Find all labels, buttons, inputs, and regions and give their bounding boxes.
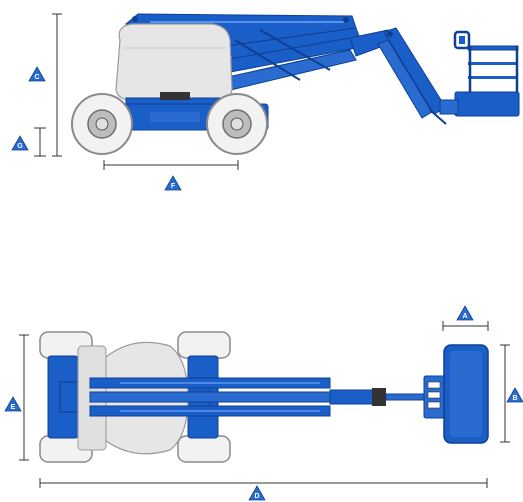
- badge-b: B: [506, 387, 523, 403]
- badge-b-text: B: [512, 395, 517, 402]
- side-turntable: [115, 23, 233, 105]
- badge-d-text: D: [254, 493, 259, 500]
- badge-d: D: [248, 485, 266, 501]
- side-platform: [429, 30, 520, 125]
- badge-a-text: A: [462, 313, 467, 320]
- side-view: [34, 13, 520, 170]
- dimension-b-line: [500, 344, 510, 443]
- top-tire-rear-left: [177, 331, 231, 359]
- badge-e-text: E: [11, 404, 16, 411]
- top-tire-rear-right: [177, 435, 231, 463]
- top-view: [19, 321, 510, 488]
- dimension-c-line: [52, 13, 62, 157]
- top-boom: [89, 377, 427, 417]
- badge-e: E: [4, 396, 22, 412]
- badge-a: A: [456, 305, 474, 321]
- dimension-e-line: [19, 334, 29, 461]
- side-jib: [349, 27, 447, 119]
- dimension-f-line: [103, 160, 239, 170]
- top-platform: [423, 344, 489, 444]
- badge-g: G: [11, 135, 29, 151]
- badge-g-text: G: [17, 143, 23, 150]
- badge-c-text: C: [34, 74, 39, 81]
- dimension-d-line: [39, 478, 488, 488]
- dimension-g-line: [34, 127, 46, 157]
- side-wheel-front: [206, 93, 268, 155]
- side-wheel-rear: [71, 93, 133, 155]
- badge-f-text: F: [171, 183, 176, 190]
- badge-f: F: [164, 175, 182, 191]
- dimension-a-line: [442, 321, 489, 331]
- badge-c: C: [28, 66, 46, 82]
